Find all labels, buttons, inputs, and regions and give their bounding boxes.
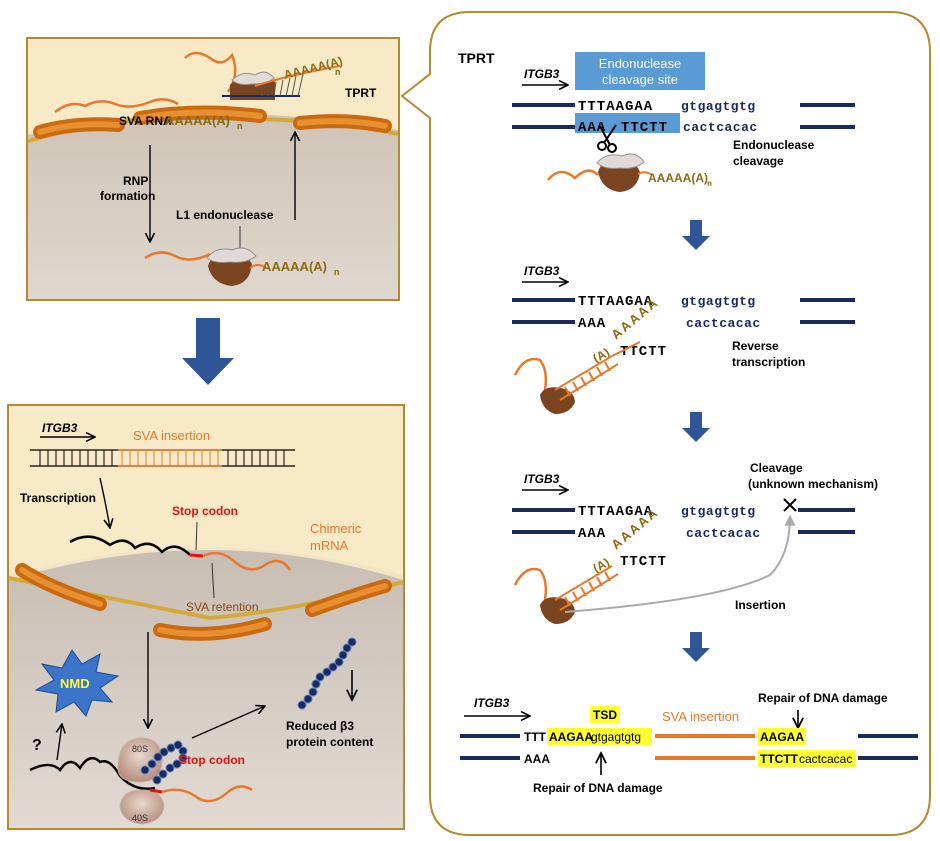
- rnp-complex-step1: [596, 153, 645, 192]
- s4-bot-left: AAA: [524, 752, 550, 766]
- rnp-complex-bottom: [206, 247, 257, 286]
- polyA-sub-1: n: [237, 121, 243, 131]
- question-mark: ?: [32, 737, 42, 754]
- cleavage-label-2: (unknown mechanism): [748, 477, 878, 491]
- chimeric-label: Chimeric: [310, 521, 362, 536]
- cut-site-box: [575, 52, 705, 90]
- s1-bot-lower: cactcacac: [683, 120, 758, 135]
- polyA-right-sub: n: [707, 179, 712, 188]
- formation-label: formation: [100, 189, 155, 203]
- l1-endonuclease-label: L1 endonuclease: [176, 208, 274, 222]
- itgb3-label-s3: ITGB3: [524, 472, 560, 486]
- s4-top-left-plain: TTT: [524, 730, 547, 744]
- cleavage-x-icon: [783, 498, 797, 512]
- s1-bot-mid: TTCTT: [621, 120, 668, 136]
- rnp-complex-step3: [540, 597, 575, 624]
- itgb3-label-s4: ITGB3: [474, 696, 510, 710]
- s3-top-upper: TTTAAGAA: [578, 504, 653, 520]
- nmd-burst: [34, 649, 120, 717]
- flow-arrow-1: [682, 220, 710, 250]
- flow-arrow-left: [182, 318, 234, 385]
- repair-top-label: Repair of DNA damage: [758, 691, 888, 705]
- nuclear-membrane-top: [27, 105, 399, 143]
- s1-top-lower: gtgagtgtg: [681, 99, 756, 114]
- nmd-label: NMD: [60, 676, 90, 691]
- s3-bot-lower: cactcacac: [686, 526, 761, 541]
- s4-top-right: AAGAA: [760, 730, 804, 744]
- stop-codon-label-top: Stop codon: [172, 504, 238, 518]
- sva-insertion-left-label: SVA insertion: [133, 428, 210, 443]
- sva-retention-label: SVA retention: [186, 600, 259, 614]
- polyA-label-1: AAAAA(A): [165, 113, 230, 128]
- s2-top-lower: gtgagtgtg: [681, 294, 756, 309]
- s2-bot-left: AAA: [578, 316, 606, 332]
- bottom-left-panel: ITGB3 SVA insertion Transcription Stop c…: [7, 404, 405, 830]
- nuclear-membrane-bottom: [8, 563, 404, 641]
- sva-insertion-right-label: SVA insertion: [662, 709, 739, 724]
- itgb3-label-left: ITGB3: [42, 421, 78, 435]
- cut-site-line2: cleavage site: [602, 72, 678, 87]
- flow-arrow-2: [682, 412, 710, 442]
- insertion-label: Insertion: [735, 598, 786, 612]
- tsd-label: TSD: [593, 708, 617, 722]
- sva-rna-label: SVA RNA: [119, 114, 172, 128]
- polyA-sub-3: n: [335, 67, 341, 77]
- s1-bot-left: AAA: [578, 120, 606, 136]
- right-callout-panel: TPRT Endonuclease cleavage site ITGB3 TT…: [400, 11, 931, 836]
- s1-top-upper: TTTAAGAA: [578, 99, 653, 115]
- transcription-label-right: transcription: [732, 355, 805, 369]
- tprt-label-right: TPRT: [458, 50, 495, 66]
- cleavage-label-1: Cleavage: [750, 461, 803, 475]
- itgb3-label-s2: ITGB3: [524, 264, 560, 278]
- s2-bot-lower: cactcacac: [686, 316, 761, 331]
- cut-site-line1: Endonuclease: [599, 56, 681, 71]
- flow-arrow-3: [682, 632, 710, 662]
- nascent-peptide: [140, 740, 188, 785]
- s3-bot-left: AAA: [578, 526, 606, 542]
- rnp-complex-top: [230, 71, 275, 100]
- s3-top-lower: gtgagtgtg: [681, 504, 756, 519]
- insertion-arrow: [564, 514, 796, 613]
- s2-bot-mid: TTCTT: [620, 344, 667, 360]
- rnp-label: RNP: [123, 174, 148, 188]
- reduced-label: Reduced β3: [286, 719, 354, 733]
- polyA-label-2: AAAAA(A): [262, 259, 327, 274]
- scissors-icon: [597, 124, 617, 153]
- s2-top-upper: TTTAAGAA: [578, 294, 653, 310]
- ribo-40s: 40S: [132, 813, 148, 823]
- polyA-right: AAAAA(A): [648, 171, 708, 185]
- s4-top-left-hl-lower: gtgagtgtg: [591, 730, 641, 744]
- rt-ladder-2: [554, 565, 619, 611]
- s3-bot-mid: TTCTT: [620, 554, 667, 570]
- ribosome: 80S 40S: [117, 737, 165, 825]
- transcription-label: Transcription: [20, 491, 96, 505]
- repair-bottom-label: Repair of DNA damage: [533, 781, 663, 795]
- rt-ladder-1: [554, 355, 619, 401]
- s4-bot-right-upper: TTCTT: [760, 752, 799, 766]
- tprt-label-top: TPRT: [345, 86, 377, 100]
- itgb3-label-s1: ITGB3: [524, 67, 560, 81]
- protein-content-label: protein content: [286, 735, 373, 749]
- s4-bot-right-lower: cactcacac: [799, 752, 852, 766]
- s4-top-left-hl-upper: AAGAA: [549, 730, 593, 744]
- endo-cleavage-1: Endonuclease: [733, 138, 815, 152]
- stop-codon-label-bottom: Stop codon: [179, 753, 245, 767]
- beta3-protein: [297, 637, 357, 710]
- ribo-80s: 80S: [132, 744, 148, 754]
- mrna-label: mRNA: [310, 538, 349, 553]
- dna-ladder-top: [261, 73, 304, 97]
- top-left-panel: SVA RNA AAAAA(A) n AAAAA(A) n TPRT RNP f…: [26, 37, 400, 301]
- rnp-complex-step2: [540, 387, 575, 414]
- endo-cleavage-2: cleavage: [733, 154, 784, 168]
- reverse-label: Reverse: [732, 339, 779, 353]
- dna-with-insertion: [30, 449, 295, 467]
- polyA-sub-2: n: [334, 267, 340, 277]
